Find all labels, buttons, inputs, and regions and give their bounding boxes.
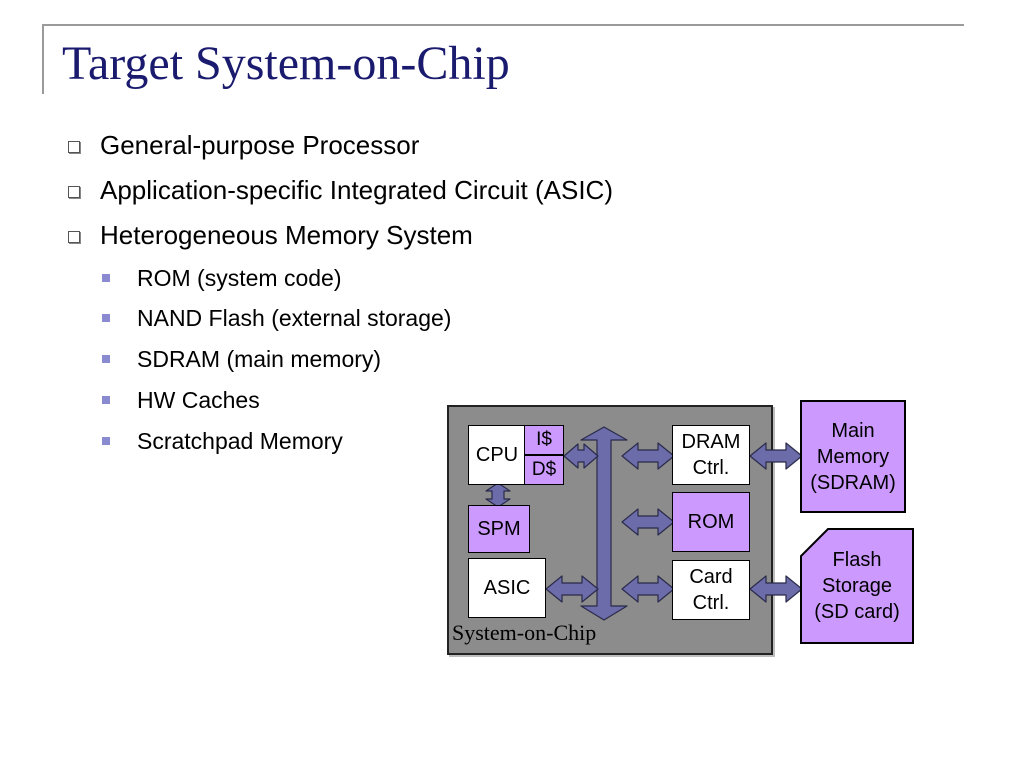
cpu-block: CPU [468,425,526,485]
main-memory-block: Main Memory (SDRAM) [800,400,906,513]
scratchpad-memory-block: SPM [468,505,530,553]
rom-block: ROM [672,492,750,552]
bullet-text: SDRAM (main memory) [137,346,382,372]
slide-title: Target System-on-Chip [62,37,510,90]
hollow-square-bullet-icon [68,141,80,153]
dram-controller-line-2: Ctrl. [692,457,730,479]
hollow-square-bullet-icon [68,186,80,198]
slide-frame-left-rule [42,24,44,94]
data-cache-block: D$ [524,455,564,485]
bus-dram-arrow [621,442,675,470]
flash-storage-line-3: (SD card) [814,601,900,623]
dram-controller-block: DRAM Ctrl. [672,425,750,485]
sd-card-outline-icon [800,528,914,644]
solid-square-bullet-icon [102,314,110,322]
card-controller-block: Card Ctrl. [672,560,750,620]
flash-storage-line-1: Flash [832,549,882,571]
cpu-bus-arrow [563,443,599,469]
slide-frame-top-rule [42,24,964,26]
system-on-chip-label: System-on-Chip [452,620,597,645]
instruction-cache-block: I$ [524,425,564,455]
hollow-square-bullet-icon [68,231,80,243]
bullet-text: HW Caches [137,387,260,413]
solid-square-bullet-icon [102,437,110,445]
dram-memory-arrow [749,442,803,470]
asic-block: ASIC [468,558,546,618]
card-controller-line-2: Ctrl. [692,592,730,614]
bus-card-arrow [621,575,675,603]
solid-square-bullet-icon [102,396,110,404]
bullet-text: Scratchpad Memory [137,428,343,454]
main-memory-line-1: Main [831,419,875,442]
bus-rom-arrow [621,508,675,536]
solid-square-bullet-icon [102,355,110,363]
card-controller-line-1: Card [689,566,733,588]
system-bus-arrow [580,426,628,621]
cpu-spm-arrow [485,482,511,508]
main-memory-line-2: Memory [816,445,890,468]
main-memory-line-3: (SDRAM) [810,471,896,494]
flash-storage-label: Flash Storage (SD card) [800,528,914,644]
bullet-text: NAND Flash (external storage) [137,305,452,331]
dram-controller-line-1: DRAM [681,431,741,453]
bullet-text: ROM (system code) [137,265,342,291]
card-flash-arrow [749,575,803,603]
flash-storage-card: Flash Storage (SD card) [800,528,914,644]
bullet-text: Application-specific Integrated Circuit … [100,175,613,205]
asic-bus-arrow [545,575,599,603]
flash-storage-line-2: Storage [821,575,893,597]
bullet-text: General-purpose Processor [100,130,420,160]
solid-square-bullet-icon [102,274,110,282]
bullet-text: Heterogeneous Memory System [100,220,473,250]
